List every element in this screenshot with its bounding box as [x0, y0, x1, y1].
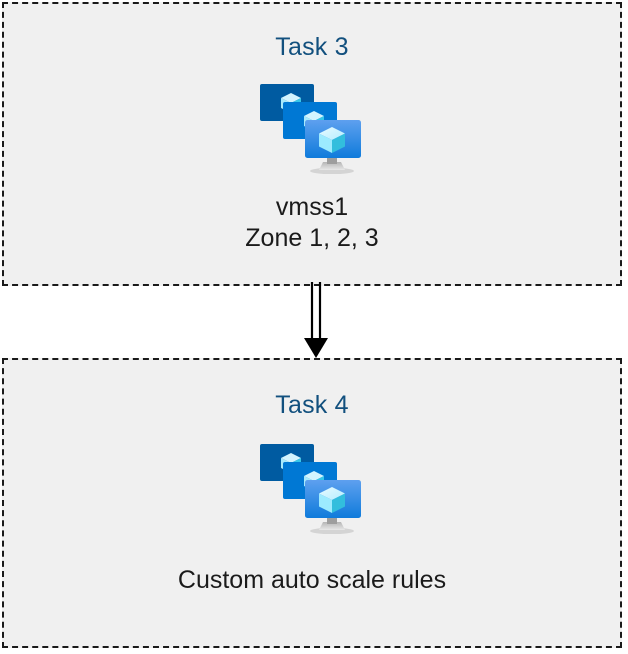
- group-title-task4: Task 4: [275, 391, 349, 419]
- vm-scale-set-icon: [260, 444, 361, 534]
- caption-vmss-name: vmss1: [275, 193, 349, 221]
- caption-autoscale-rules: Custom auto scale rules: [177, 566, 447, 594]
- group-box-task4[interactable]: Task 4: [2, 358, 622, 648]
- caption-vmss-zones: Zone 1, 2, 3: [245, 224, 379, 252]
- vm-scale-set-icon: [260, 84, 361, 174]
- connector-arrow-task3-to-task4: [304, 282, 328, 358]
- group-title-task3: Task 3: [275, 33, 349, 61]
- caption-block-task3: vmss1 Zone 1, 2, 3: [245, 192, 378, 254]
- caption-block-task4: Custom auto scale rules: [178, 565, 446, 596]
- group-box-task3[interactable]: Task 3: [2, 2, 622, 286]
